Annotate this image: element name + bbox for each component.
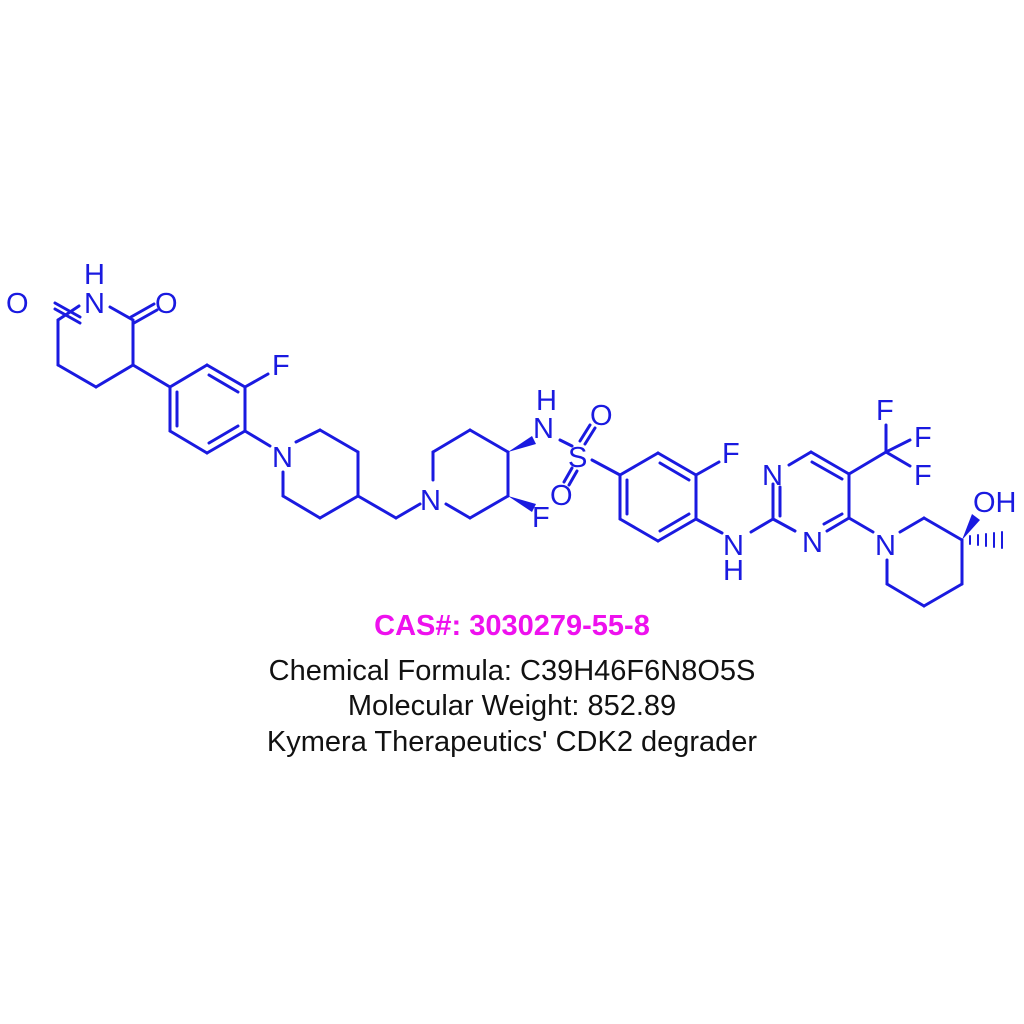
piperidine-ring-3: [885, 514, 1003, 608]
cas-number: CAS#: 3030279-55-8: [374, 610, 650, 642]
atom-label: N: [272, 442, 293, 474]
glutarimide-ring: [53, 301, 159, 389]
atom-label: F: [722, 438, 740, 470]
atom-label: F: [876, 395, 894, 427]
atom-label: F: [272, 350, 290, 382]
atom-label: F: [914, 422, 932, 454]
pyrimidine-ring: [749, 423, 912, 534]
piperidine-ring-2: [431, 428, 536, 520]
atom-label: N: [533, 413, 554, 445]
atom-label: O: [550, 480, 573, 512]
atom-label: N: [802, 527, 823, 559]
piperidine-ring-1: [281, 428, 422, 520]
atom-label: N: [420, 485, 441, 517]
atom-label: N: [762, 460, 783, 492]
fluorophenyl-ring-1: [131, 363, 272, 455]
atom-label: O: [6, 288, 29, 320]
atom-label: O: [590, 400, 613, 432]
atom-label: OH: [973, 487, 1017, 519]
atom-label: S: [568, 442, 587, 474]
atom-label: N: [84, 288, 105, 320]
atom-label: H: [536, 385, 557, 417]
chemical-formula: Chemical Formula: C39H46F6N8O5S: [268, 655, 756, 687]
fluorophenyl-ring-2: [618, 451, 724, 543]
atom-label: H: [84, 259, 105, 291]
sulfonyl-group: [558, 423, 622, 487]
atom-label: H: [723, 555, 744, 587]
compound-description: Kymera Therapeutics' CDK2 degrader: [266, 726, 758, 758]
atom-label: O: [155, 288, 178, 320]
atom-label: F: [532, 502, 550, 534]
atom-label: N: [723, 530, 744, 562]
atom-label: F: [914, 460, 932, 492]
atom-label: N: [875, 530, 896, 562]
molecular-weight: Molecular Weight: 852.89: [347, 690, 677, 722]
